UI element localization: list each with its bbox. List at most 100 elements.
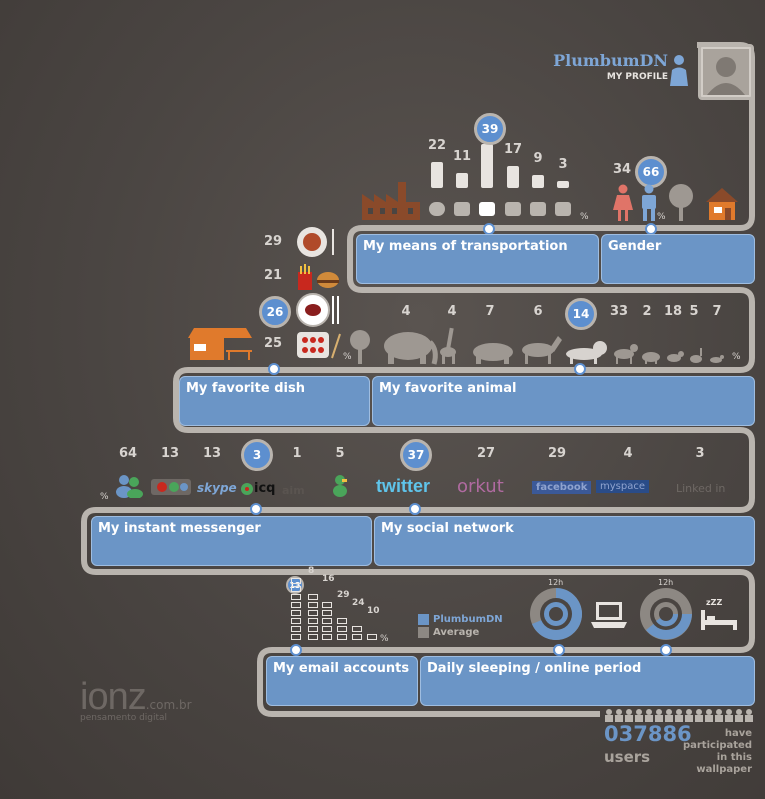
envelope-icon bbox=[291, 634, 301, 640]
person-icon bbox=[655, 709, 663, 722]
bear-icon bbox=[473, 343, 513, 364]
avatar-silhouette-icon bbox=[703, 49, 749, 95]
envelope-icon bbox=[291, 610, 301, 616]
email-percent: % bbox=[380, 634, 389, 644]
profile-name: PlumbumDN bbox=[553, 51, 668, 70]
helicopter-icon bbox=[555, 202, 571, 216]
animal-value: 2 bbox=[642, 304, 652, 319]
messenger-percent: % bbox=[100, 492, 109, 502]
envelope-icon bbox=[352, 626, 362, 632]
transport-bar bbox=[507, 166, 519, 188]
car-icon bbox=[479, 202, 495, 216]
animal-value: 33 bbox=[609, 304, 629, 319]
skype-logo: skype bbox=[197, 481, 237, 495]
animal-value: 6 bbox=[533, 304, 543, 319]
envelope-icon bbox=[337, 618, 347, 624]
person-icon bbox=[605, 709, 613, 722]
animal-marker bbox=[574, 363, 586, 375]
person-icon bbox=[715, 709, 723, 722]
person-icon bbox=[745, 709, 753, 722]
linkedin-logo: Linked in bbox=[676, 482, 726, 495]
restaurant-house-icon bbox=[188, 328, 252, 360]
aim-value: 1 bbox=[292, 446, 302, 461]
bird-icon bbox=[710, 355, 724, 363]
dish-highlight-badge: 26 bbox=[259, 296, 291, 328]
dish-value-4: 25 bbox=[263, 336, 283, 351]
myspace-value: 4 bbox=[623, 446, 633, 461]
msn-value: 64 bbox=[118, 446, 138, 461]
transport-highlight-badge: 39 bbox=[474, 113, 506, 145]
factory-icon bbox=[362, 182, 420, 220]
bed-icon bbox=[701, 610, 737, 630]
email-value: 24 bbox=[352, 598, 365, 608]
avatar[interactable] bbox=[698, 44, 754, 100]
aim-logo: aim bbox=[282, 484, 305, 497]
sleep-panel[interactable]: Daily sleeping / online period bbox=[420, 656, 755, 706]
icq-logo: icq bbox=[254, 481, 276, 496]
gender-panel[interactable]: Gender bbox=[601, 234, 755, 284]
dish-title: My favorite dish bbox=[186, 381, 305, 396]
ionz-logo[interactable]: ionz.com.br pensamento digital bbox=[80, 676, 192, 723]
brand-name: ionz bbox=[80, 676, 147, 718]
zzz-text: zZZ bbox=[706, 598, 723, 607]
dish-marker bbox=[268, 363, 280, 375]
bicycle-icon bbox=[454, 202, 470, 216]
person-icon bbox=[665, 709, 673, 722]
envelope-icon bbox=[291, 578, 301, 584]
envelope-icon bbox=[291, 594, 301, 600]
transport-bar bbox=[481, 144, 493, 188]
envelope-icon bbox=[308, 626, 318, 632]
dish-value-1: 29 bbox=[263, 234, 283, 249]
messenger-marker bbox=[250, 503, 262, 515]
online-clock-icon bbox=[530, 588, 582, 640]
email-title: My email accounts bbox=[273, 661, 410, 676]
transport-value: 17 bbox=[503, 142, 523, 157]
participated-text: have participated in this wallpaper bbox=[682, 728, 752, 775]
transport-bar bbox=[557, 181, 569, 188]
transport-percent: % bbox=[580, 212, 589, 222]
orkut-value: 27 bbox=[476, 446, 496, 461]
transport-value: 3 bbox=[558, 157, 568, 172]
adium-value: 5 bbox=[335, 446, 345, 461]
profile-label: MY PROFILE bbox=[606, 72, 668, 82]
orkut-logo: orkut bbox=[457, 476, 504, 497]
msn-icon bbox=[116, 475, 143, 498]
transport-title: My means of transportation bbox=[363, 239, 568, 254]
sleep-marker bbox=[660, 644, 672, 656]
pig-icon bbox=[642, 352, 660, 364]
dish-panel[interactable]: My favorite dish bbox=[179, 376, 370, 426]
facebook-logo: facebook bbox=[532, 481, 592, 494]
animal-highlight-badge: 14 bbox=[565, 298, 597, 330]
facebook-value: 29 bbox=[547, 446, 567, 461]
icq-badge: 3 bbox=[241, 439, 273, 471]
animal-panel[interactable]: My favorite animal bbox=[372, 376, 755, 426]
envelope-icon bbox=[291, 602, 301, 608]
envelope-icon bbox=[322, 634, 332, 640]
transport-bar bbox=[431, 162, 443, 188]
female-icon bbox=[613, 184, 633, 221]
email-value: 16 bbox=[322, 574, 335, 584]
person-icon bbox=[625, 709, 633, 722]
transport-panel[interactable]: My means of transportation bbox=[356, 234, 599, 284]
legend-average: Average bbox=[418, 627, 503, 638]
animal-value: 18 bbox=[663, 304, 683, 319]
transport-value: 9 bbox=[533, 151, 543, 166]
email-value: 8 bbox=[308, 566, 315, 576]
bus-icon bbox=[505, 202, 521, 216]
social-panel[interactable]: My social network bbox=[374, 516, 755, 566]
linkedin-value: 3 bbox=[695, 446, 705, 461]
envelope-icon bbox=[308, 618, 318, 624]
participant-count: 037886 bbox=[604, 722, 692, 746]
sleep-clock-icon bbox=[640, 588, 692, 640]
sleep-title: Daily sleeping / online period bbox=[427, 661, 642, 676]
animal-value: 4 bbox=[447, 304, 457, 319]
messenger-panel[interactable]: My instant messenger bbox=[91, 516, 372, 566]
email-value: 10 bbox=[367, 606, 380, 616]
envelope-icon bbox=[291, 618, 301, 624]
email-panel[interactable]: My email accounts bbox=[266, 656, 418, 706]
person-icon bbox=[735, 709, 743, 722]
sushi-icon bbox=[297, 332, 341, 359]
male-icon bbox=[642, 184, 656, 221]
dish-percent: % bbox=[343, 352, 352, 362]
